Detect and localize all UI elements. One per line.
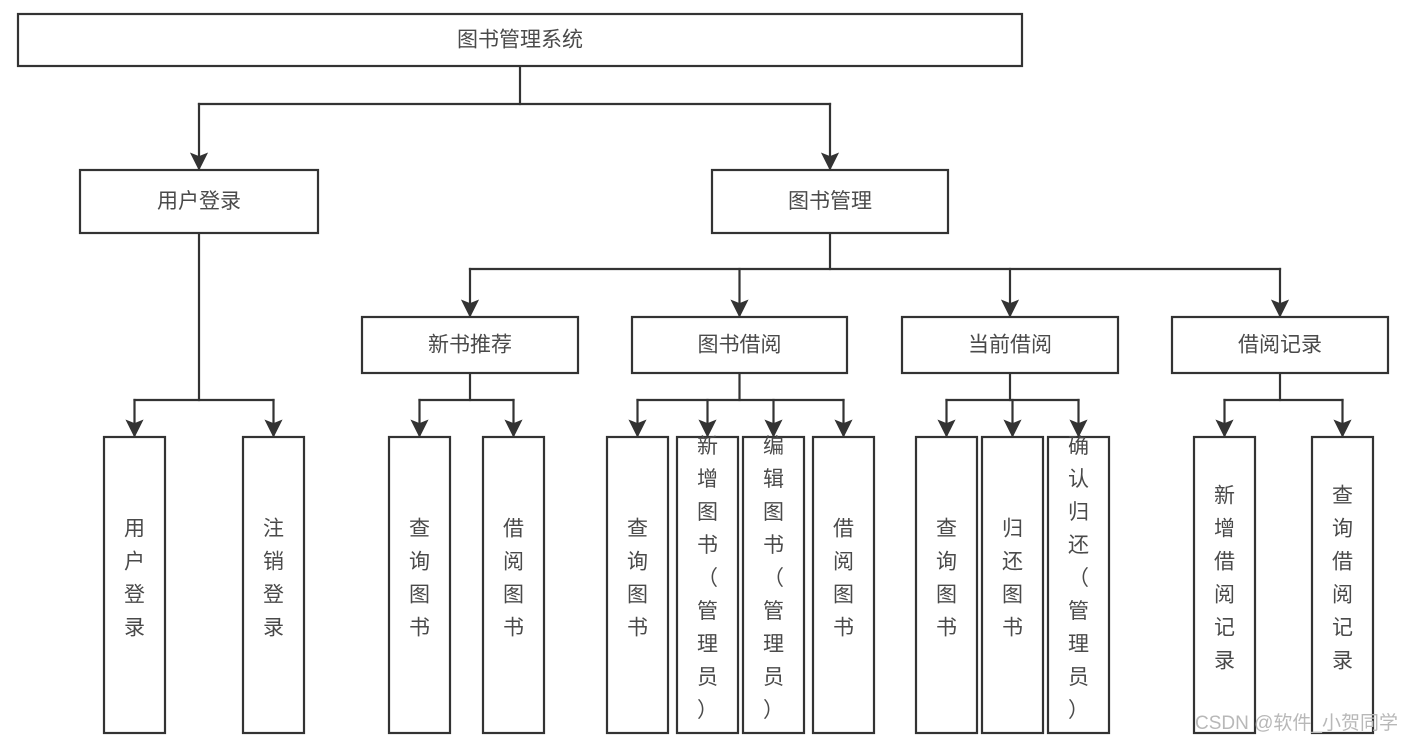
node-box-leaf-query-book-recommend bbox=[387, 435, 452, 735]
node-box-leaf-confirm-return-admin bbox=[1046, 435, 1111, 735]
node-leaf-query-book-current[interactable]: 查询图书 bbox=[914, 435, 979, 735]
node-label-leaf-add-borrow-record: 新增借阅记录 bbox=[1214, 485, 1235, 673]
node-label-user-login: 用户登录 bbox=[157, 190, 241, 213]
node-box-leaf-user-logout bbox=[241, 435, 306, 735]
node-borrow-record[interactable]: 借阅记录 bbox=[1170, 315, 1390, 375]
node-layer: 图书管理系统用户登录图书管理新书推荐图书借阅当前借阅借阅记录用户登录注销登录查询… bbox=[16, 12, 1390, 735]
node-leaf-borrow-book[interactable]: 借阅图书 bbox=[811, 435, 876, 735]
node-box-book-borrow bbox=[630, 315, 849, 375]
node-label-leaf-borrow-book-recommend: 借阅图书 bbox=[503, 518, 524, 640]
node-box-borrow-record bbox=[1170, 315, 1390, 375]
node-box-leaf-borrow-book-recommend bbox=[481, 435, 546, 735]
node-book-management[interactable]: 图书管理 bbox=[710, 168, 950, 235]
node-label-leaf-borrow-book: 借阅图书 bbox=[833, 518, 854, 640]
node-label-new-book-recommend: 新书推荐 bbox=[428, 334, 512, 357]
node-leaf-edit-book-admin[interactable]: 编辑图书（管理员） bbox=[741, 435, 806, 735]
node-label-leaf-query-book: 查询图书 bbox=[627, 518, 648, 640]
node-box-root bbox=[16, 12, 1024, 68]
connector-layer bbox=[125, 64, 1352, 438]
node-leaf-user-login[interactable]: 用户登录 bbox=[102, 435, 167, 735]
node-box-leaf-return-book bbox=[980, 435, 1045, 735]
node-label-leaf-edit-book-admin: 编辑图书（管理员） bbox=[763, 435, 784, 722]
node-label-leaf-return-book: 归还图书 bbox=[1002, 518, 1023, 640]
node-box-leaf-query-book-current bbox=[914, 435, 979, 735]
node-leaf-query-borrow-record[interactable]: 查询借阅记录 bbox=[1310, 435, 1375, 735]
node-label-current-borrow: 当前借阅 bbox=[968, 334, 1052, 357]
node-label-book-management: 图书管理 bbox=[788, 190, 872, 213]
node-box-book-management bbox=[710, 168, 950, 235]
node-box-leaf-query-book bbox=[605, 435, 670, 735]
node-box-user-login bbox=[78, 168, 320, 235]
node-box-leaf-query-borrow-record bbox=[1310, 435, 1375, 735]
node-label-borrow-record: 借阅记录 bbox=[1238, 334, 1322, 357]
node-leaf-return-book[interactable]: 归还图书 bbox=[980, 435, 1045, 735]
node-box-leaf-edit-book-admin bbox=[741, 435, 806, 735]
node-leaf-borrow-book-recommend[interactable]: 借阅图书 bbox=[481, 435, 546, 735]
node-label-leaf-add-book-admin: 新增图书（管理员） bbox=[697, 435, 718, 722]
node-leaf-add-book-admin[interactable]: 新增图书（管理员） bbox=[675, 435, 740, 735]
node-root[interactable]: 图书管理系统 bbox=[16, 12, 1024, 68]
node-leaf-add-borrow-record[interactable]: 新增借阅记录 bbox=[1192, 435, 1257, 735]
node-label-root: 图书管理系统 bbox=[457, 29, 583, 52]
node-box-leaf-add-book-admin bbox=[675, 435, 740, 735]
node-box-leaf-borrow-book bbox=[811, 435, 876, 735]
node-box-current-borrow bbox=[900, 315, 1120, 375]
node-current-borrow[interactable]: 当前借阅 bbox=[900, 315, 1120, 375]
node-label-leaf-user-login: 用户登录 bbox=[124, 518, 145, 640]
node-label-leaf-query-borrow-record: 查询借阅记录 bbox=[1332, 485, 1353, 673]
node-box-new-book-recommend bbox=[360, 315, 580, 375]
node-leaf-user-logout[interactable]: 注销登录 bbox=[241, 435, 306, 735]
node-label-leaf-confirm-return-admin: 确认归还（管理员） bbox=[1068, 435, 1089, 722]
node-box-leaf-user-login bbox=[102, 435, 167, 735]
node-label-leaf-query-book-current: 查询图书 bbox=[936, 518, 957, 640]
node-leaf-confirm-return-admin[interactable]: 确认归还（管理员） bbox=[1046, 435, 1111, 735]
node-leaf-query-book[interactable]: 查询图书 bbox=[605, 435, 670, 735]
node-label-leaf-query-book-recommend: 查询图书 bbox=[409, 518, 430, 640]
node-label-leaf-user-logout: 注销登录 bbox=[263, 518, 284, 640]
csdn-watermark: CSDN @软件_小贺同学 bbox=[1195, 712, 1398, 734]
node-user-login[interactable]: 用户登录 bbox=[78, 168, 320, 235]
node-book-borrow[interactable]: 图书借阅 bbox=[630, 315, 849, 375]
node-leaf-query-book-recommend[interactable]: 查询图书 bbox=[387, 435, 452, 735]
node-new-book-recommend[interactable]: 新书推荐 bbox=[360, 315, 580, 375]
node-label-book-borrow: 图书借阅 bbox=[698, 334, 782, 357]
node-box-leaf-add-borrow-record bbox=[1192, 435, 1257, 735]
